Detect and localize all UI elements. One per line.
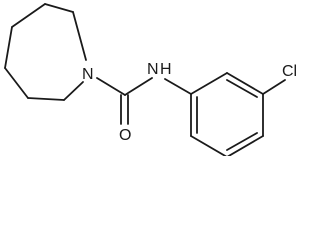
aromatic-inner-bond — [226, 79, 258, 98]
ring-bond — [27, 97, 65, 101]
amide-nitrogen-label: N — [147, 61, 159, 78]
ring-bond — [44, 3, 74, 13]
aromatic-bond — [190, 135, 228, 156]
carbon-chlorine-bond — [262, 79, 286, 95]
amide-hydrogen-label: H — [160, 61, 172, 78]
azepane-ring — [4, 3, 87, 101]
ring-bond — [63, 81, 84, 101]
ring-bond — [11, 3, 46, 28]
aromatic-bond — [226, 135, 264, 156]
aromatic-bond — [226, 72, 264, 95]
n-carbonyl-bond — [96, 77, 126, 96]
ring-bond — [4, 26, 13, 69]
aromatic-inner-bond — [226, 132, 258, 151]
phenyl-ring — [190, 72, 264, 156]
structure-diagram: N O N H Cl — [4, 3, 297, 156]
carbonyl-oxygen-label: O — [119, 127, 131, 144]
nh-phenyl-bond — [164, 78, 192, 95]
ring-bond — [4, 67, 29, 99]
chlorine-label: Cl — [282, 63, 297, 80]
ring-nitrogen-label: N — [82, 66, 94, 83]
ring-bond — [72, 11, 87, 61]
carbonyl-nh-bond — [124, 77, 153, 96]
carbonyl-double-bond — [120, 94, 129, 125]
aromatic-bond — [190, 72, 228, 95]
